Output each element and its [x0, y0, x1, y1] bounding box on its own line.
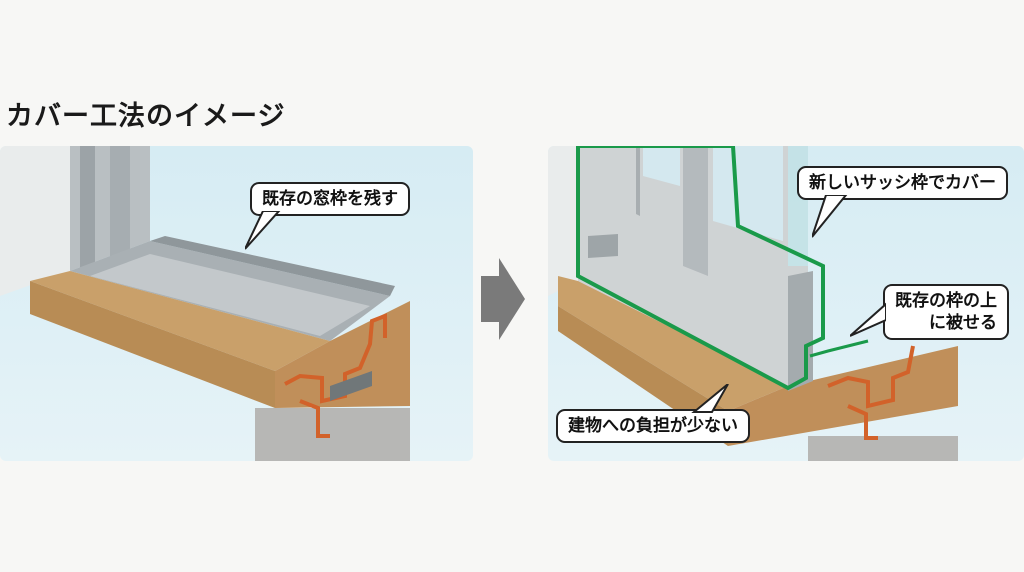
callout-tail-right-mid — [850, 302, 886, 337]
existing-frame-drawing — [0, 146, 410, 461]
callout-line-2: に被せる — [929, 313, 997, 334]
page-title: カバー工法のイメージ — [6, 101, 286, 132]
callout-tail-right-top — [812, 195, 848, 238]
callout-less-building-burden: 建物への負担が少ない — [556, 409, 750, 444]
callout-over-existing-frame: 既存の枠の上 に被せる — [883, 284, 1009, 341]
callout-tail-left — [245, 211, 281, 250]
callout-tail-right-bottom — [691, 384, 729, 413]
arrow-right-icon — [481, 258, 525, 340]
callout-line-1: 既存の枠の上 — [895, 291, 997, 311]
new-frame-drawing — [548, 146, 958, 461]
